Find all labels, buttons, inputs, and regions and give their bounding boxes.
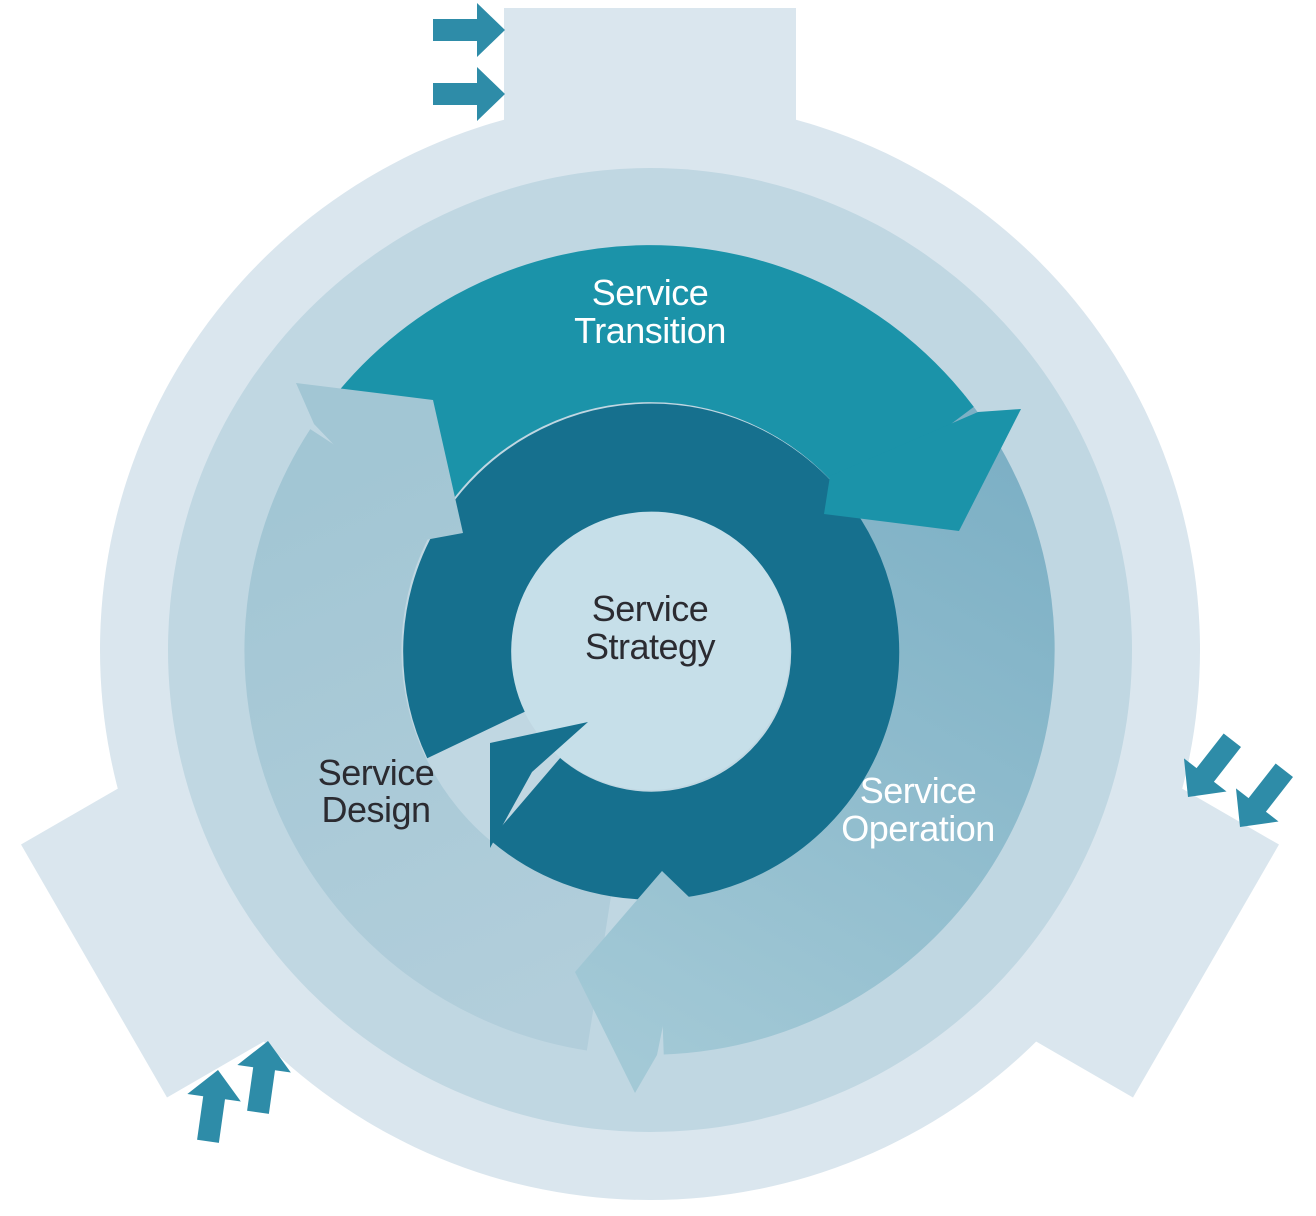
service-transition-arc xyxy=(322,245,974,506)
inflow-arrows-top xyxy=(433,3,505,121)
labels: Service Transition Service Strategy Serv… xyxy=(318,272,996,849)
service-transition-label-line1: Service xyxy=(592,272,709,313)
service-design-label-line1: Service xyxy=(318,752,435,793)
service-operation-label-line2: Operation xyxy=(841,808,995,849)
tab-right xyxy=(992,763,1279,1098)
service-design-arc xyxy=(244,429,613,1051)
service-strategy-label-line2: Strategy xyxy=(585,626,716,667)
service-design-arrowhead-icon xyxy=(296,383,463,540)
service-transition-arrowhead-icon xyxy=(824,409,1021,531)
inflow-arrow-icon xyxy=(433,67,505,121)
outer-tabs xyxy=(21,8,1279,1098)
service-transition-label-line2: Transition xyxy=(574,310,726,351)
inflow-arrow-icon xyxy=(433,3,505,57)
service-operation-arrowhead-icon xyxy=(575,871,689,1093)
service-operation-arc xyxy=(657,395,1055,1055)
service-strategy-label-line1: Service xyxy=(592,588,709,629)
service-operation-label-line1: Service xyxy=(860,770,977,811)
inner-cycle-ring xyxy=(403,403,900,900)
service-strategy-circle xyxy=(510,510,790,790)
service-design-label-line2: Design xyxy=(321,789,430,830)
inner-cycle-arrowhead-icon xyxy=(490,722,588,848)
tab-bottom-left xyxy=(21,763,308,1098)
